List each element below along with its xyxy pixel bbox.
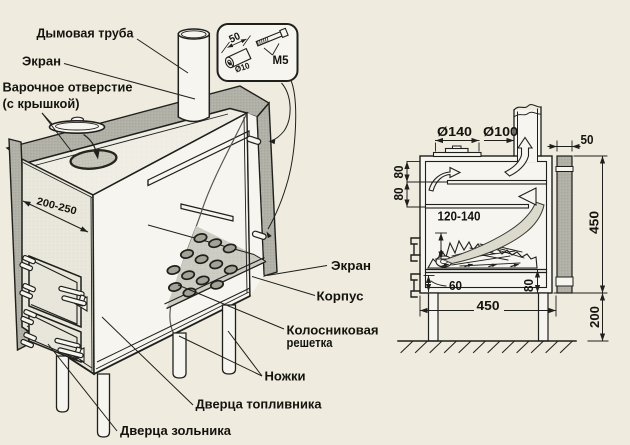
svg-text:50: 50 bbox=[581, 133, 594, 147]
svg-text:Корпус: Корпус bbox=[317, 289, 364, 304]
svg-text:50: 50 bbox=[227, 30, 242, 46]
svg-text:80: 80 bbox=[392, 187, 406, 200]
svg-text:Экран: Экран bbox=[331, 258, 371, 273]
svg-text:80: 80 bbox=[392, 165, 406, 178]
svg-text:Экран: Экран bbox=[22, 54, 61, 69]
svg-text:Ø140: Ø140 bbox=[437, 125, 472, 139]
svg-text:Ø100: Ø100 bbox=[483, 125, 518, 139]
svg-text:120-140: 120-140 bbox=[438, 210, 481, 224]
svg-text:200: 200 bbox=[588, 306, 602, 328]
svg-text:решетка: решетка bbox=[287, 335, 334, 350]
svg-text:Дымовая труба: Дымовая труба bbox=[37, 26, 135, 41]
svg-text:(с крышкой): (с крышкой) bbox=[3, 96, 80, 111]
svg-text:Дверца зольника: Дверца зольника bbox=[120, 423, 232, 438]
svg-text:Варочное отверстие: Варочное отверстие bbox=[3, 80, 133, 95]
svg-text:Колосниковая: Колосниковая bbox=[287, 323, 379, 338]
svg-text:Дверца топливника: Дверца топливника bbox=[196, 397, 323, 412]
svg-text:Ножки: Ножки bbox=[265, 369, 306, 384]
svg-text:Ø10: Ø10 bbox=[234, 60, 252, 74]
svg-text:80: 80 bbox=[522, 279, 536, 292]
svg-text:450: 450 bbox=[588, 211, 602, 234]
svg-text:M5: M5 bbox=[273, 53, 289, 67]
svg-text:450: 450 bbox=[477, 299, 500, 313]
svg-text:60: 60 bbox=[449, 279, 462, 293]
